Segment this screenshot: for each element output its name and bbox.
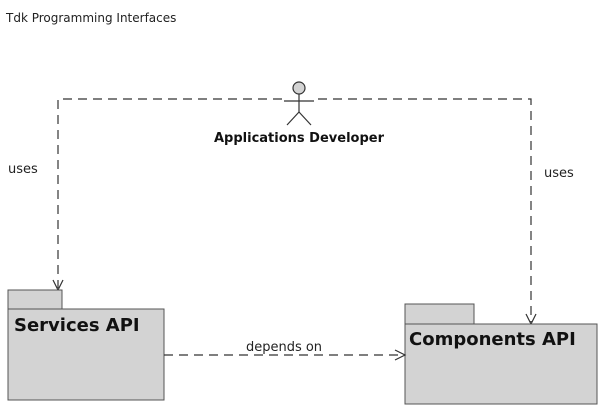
depends-on-label: depends on [246,340,322,355]
uses-edge-components [318,98,532,322]
actor-left-leg [286,111,300,126]
actor-head [292,81,306,95]
uses-edge-services [57,98,282,288]
diagram-title: Tdk Programming Interfaces [5,11,176,25]
actor-right-leg [298,111,312,126]
package-services-api: Services API [7,289,165,401]
actor-stick-figure-icon [284,81,314,126]
package-components-label: Components API [409,329,576,350]
actor-label: Applications Developer [214,131,385,146]
depends-on-edge-arrowhead [394,349,407,361]
uses-label-left: uses [8,162,38,177]
uses-label-right: uses [544,166,574,181]
package-services-body [7,308,165,401]
package-components-api: Components API [404,303,598,405]
package-components-body [404,323,598,405]
package-components-tab [404,303,475,325]
package-services-tab [7,289,63,310]
package-services-label: Services API [14,315,140,336]
uses-edge-components-arrowhead [525,313,537,326]
